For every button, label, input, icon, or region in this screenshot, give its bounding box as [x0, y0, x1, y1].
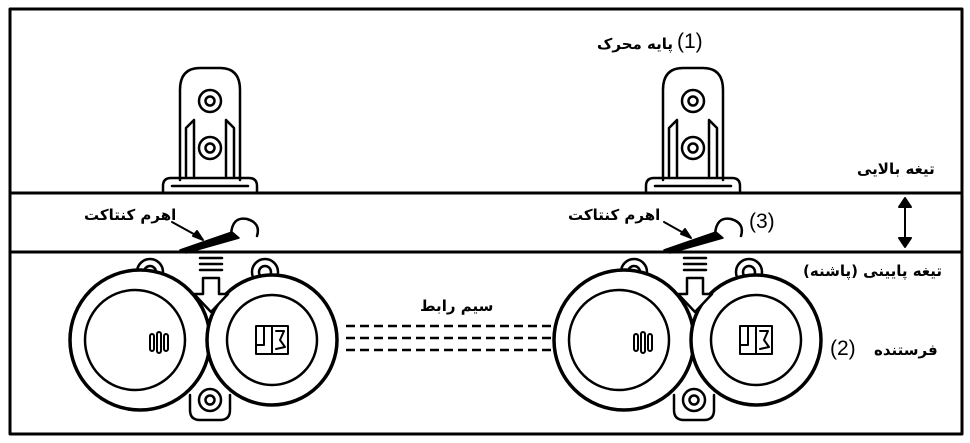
outer-frame	[8, 7, 964, 436]
contact-lever-number: (3)	[749, 210, 775, 233]
connecting-wire	[346, 324, 554, 352]
transmitter-left	[68, 217, 339, 422]
pressure-arrow-right	[676, 256, 714, 314]
pressure-arrow-left	[192, 256, 230, 314]
contact-lever-right-label: اهرم کنتاکت	[568, 206, 661, 224]
motor-base-label: پایه محرک	[597, 35, 674, 53]
transmitter-label: فرستنده	[874, 341, 938, 359]
contact-lever-right	[663, 217, 744, 254]
motor-base-mount-left	[161, 66, 259, 195]
leader-lines	[171, 221, 692, 241]
movement-double-arrow	[898, 197, 912, 248]
lower-blade-label: تیغه پایینی (پاشنه)	[803, 262, 943, 280]
contact-lever-left	[179, 217, 260, 254]
connecting-wire-label: سیم رابط	[420, 297, 494, 315]
transmitter-number: (2)	[830, 337, 856, 360]
brand-logo-right	[739, 325, 773, 355]
motor-base-mount-right	[644, 66, 742, 195]
contact-lever-left-label: اهرم کنتاکت	[84, 206, 177, 224]
motor-base-number: (1)	[677, 30, 703, 53]
transmitter-right	[552, 217, 823, 422]
brand-logo-left	[255, 325, 289, 355]
upper-blade-label: تیغه بالایی	[857, 160, 935, 178]
